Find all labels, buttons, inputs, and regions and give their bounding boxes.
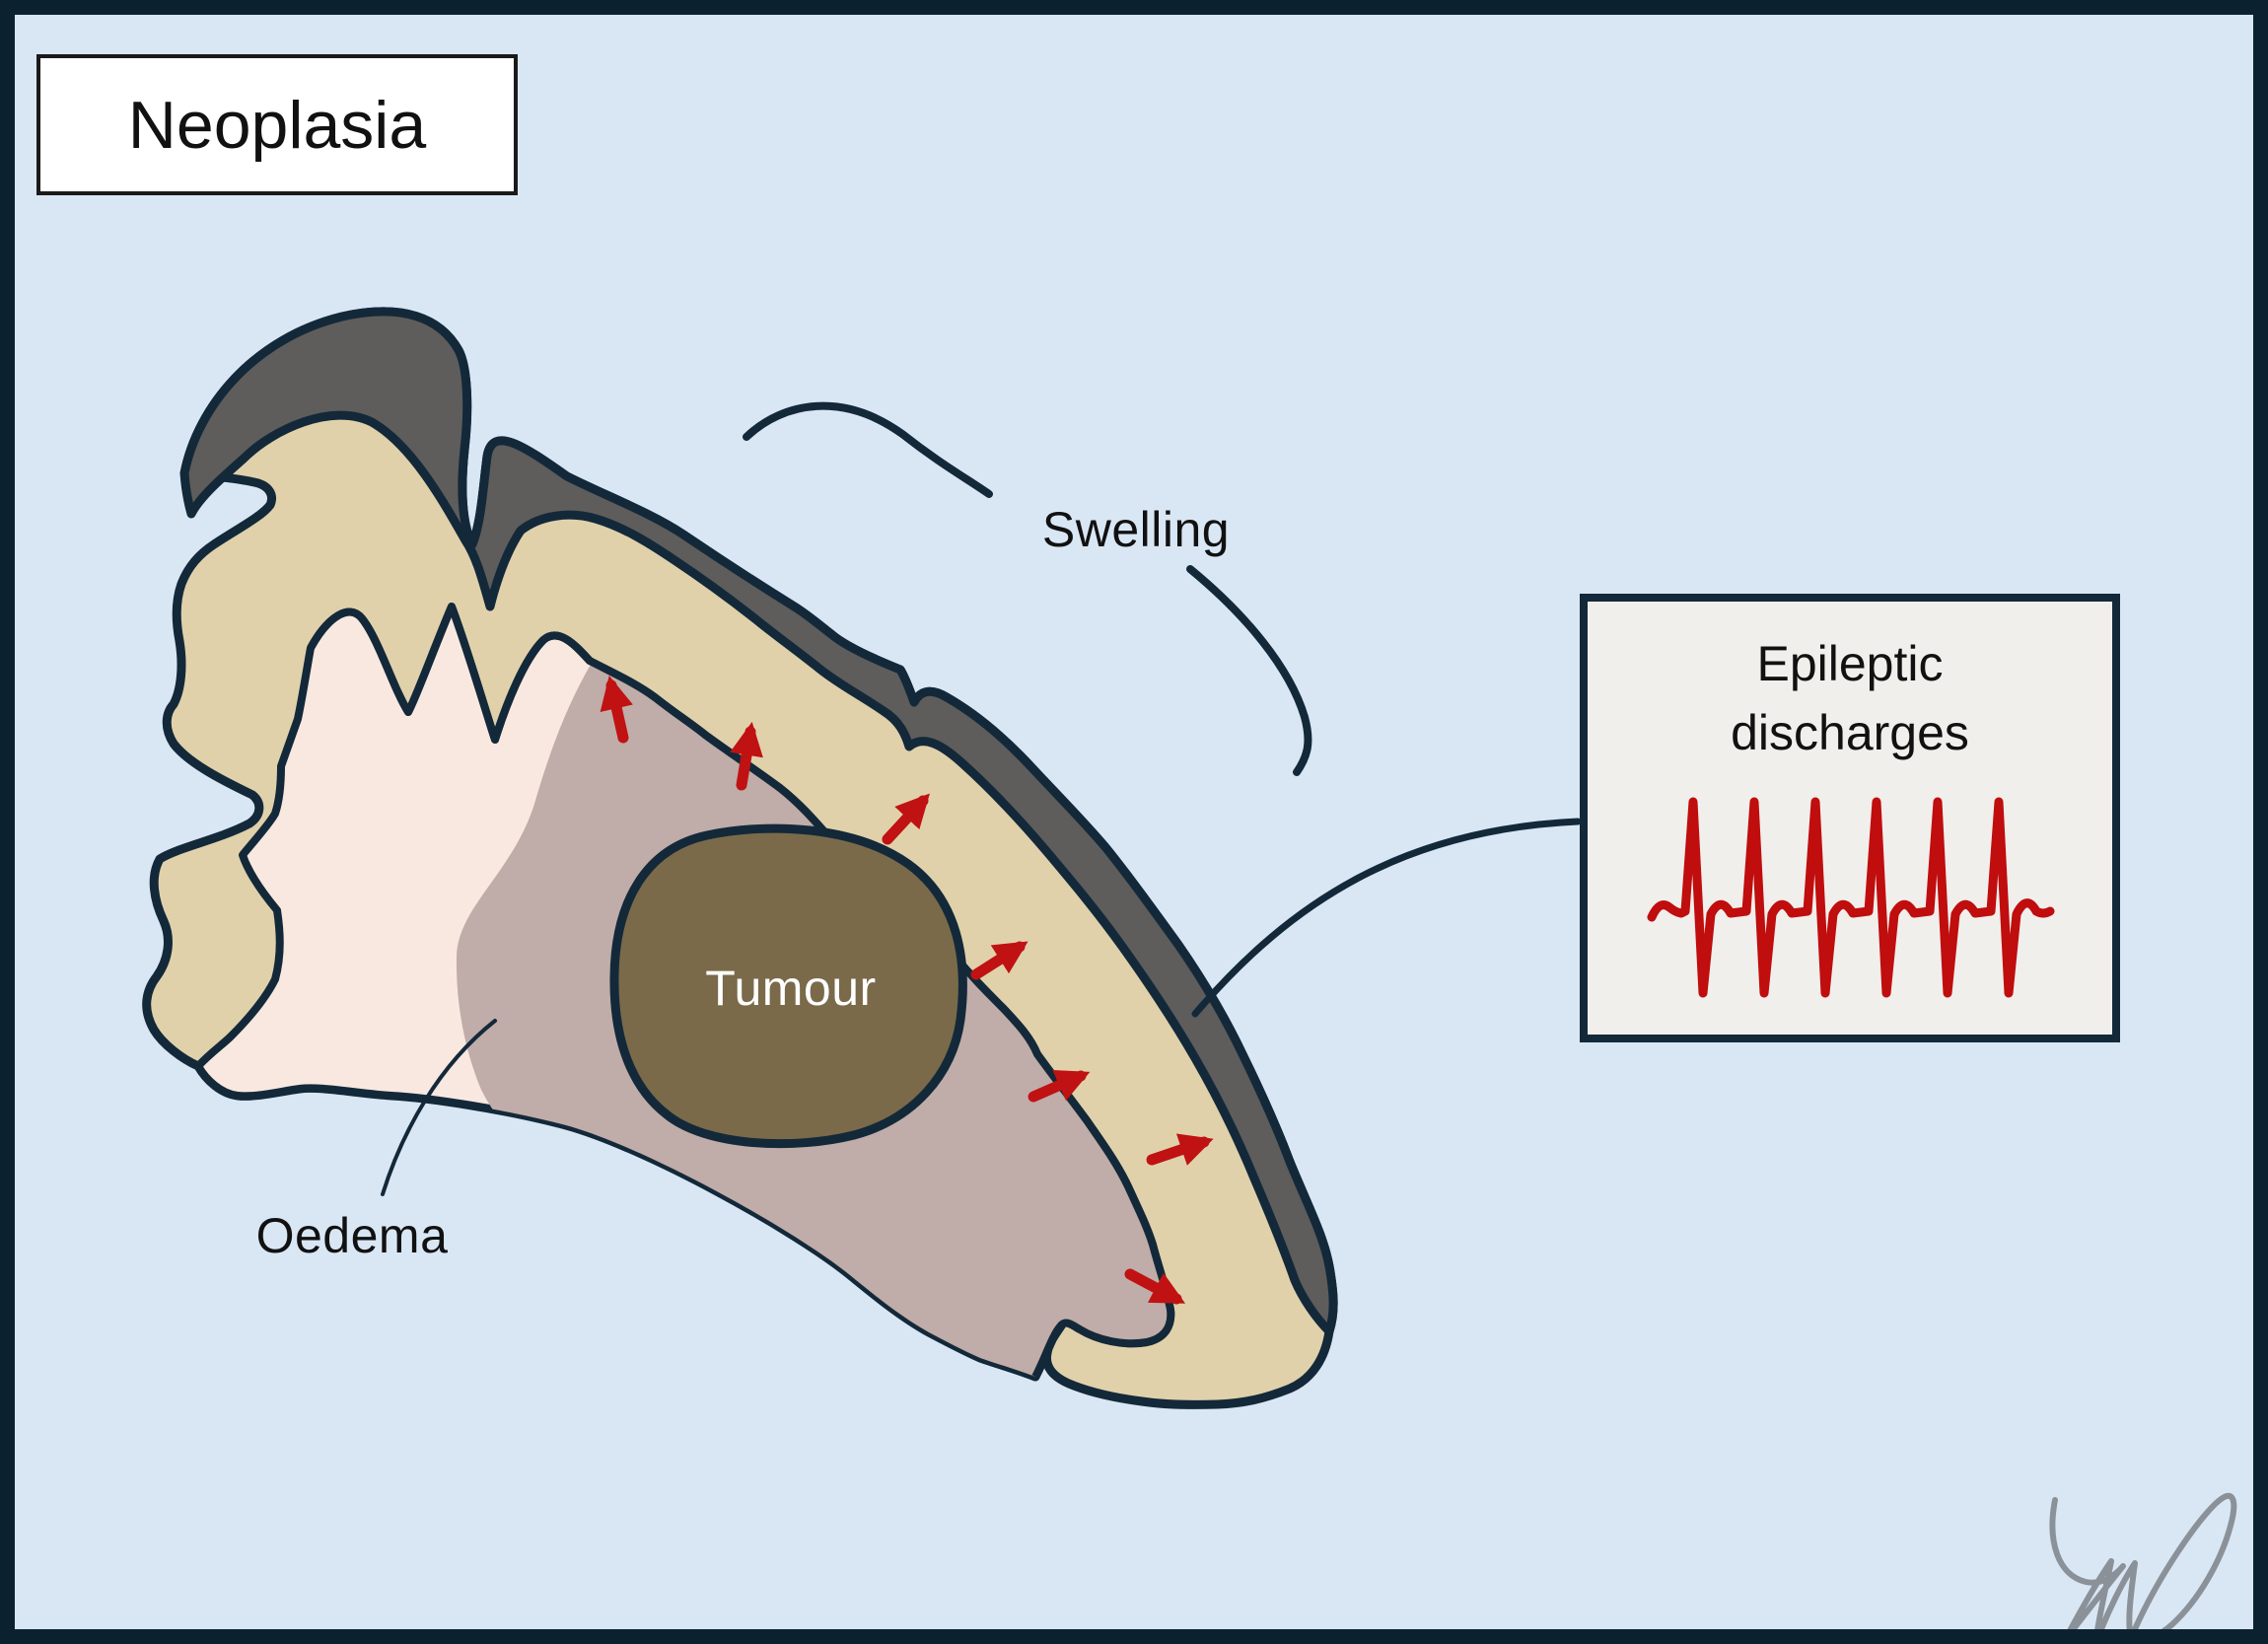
dura-layer	[179, 307, 1338, 1336]
swelling-bracket-lower	[1186, 565, 1312, 776]
label-oedema: Oedema	[255, 1208, 449, 1263]
pressure-arrow	[1028, 1069, 1091, 1103]
pressure-arrows	[600, 676, 1214, 1305]
title-box: Neoplasia	[36, 54, 518, 195]
pressure-arrow	[970, 941, 1028, 980]
pressure-arrow	[1124, 1268, 1186, 1305]
pressure-arrow	[600, 676, 633, 744]
eeg-spike-waveform-icon	[1647, 797, 2055, 998]
tumour-region	[609, 823, 967, 1149]
epileptic-discharges-callout: Epileptic discharges	[1580, 594, 2120, 1042]
callout-connector-line	[1191, 818, 1582, 1018]
page-title: Neoplasia	[127, 87, 427, 163]
label-tumour: Tumour	[705, 961, 877, 1016]
oedema-pointer-line	[381, 1019, 497, 1196]
pressure-arrow	[882, 793, 930, 845]
callout-title: Epileptic discharges	[1731, 636, 1969, 760]
brain-illustration	[142, 307, 2237, 1629]
label-swelling: Swelling	[1041, 502, 1231, 557]
pressure-arrow	[730, 721, 763, 791]
artist-signature	[2049, 1492, 2237, 1629]
pressure-arrow	[1146, 1133, 1214, 1166]
eeg-spike-waveform	[1647, 797, 2055, 998]
swelling-bracket-upper	[743, 401, 993, 498]
